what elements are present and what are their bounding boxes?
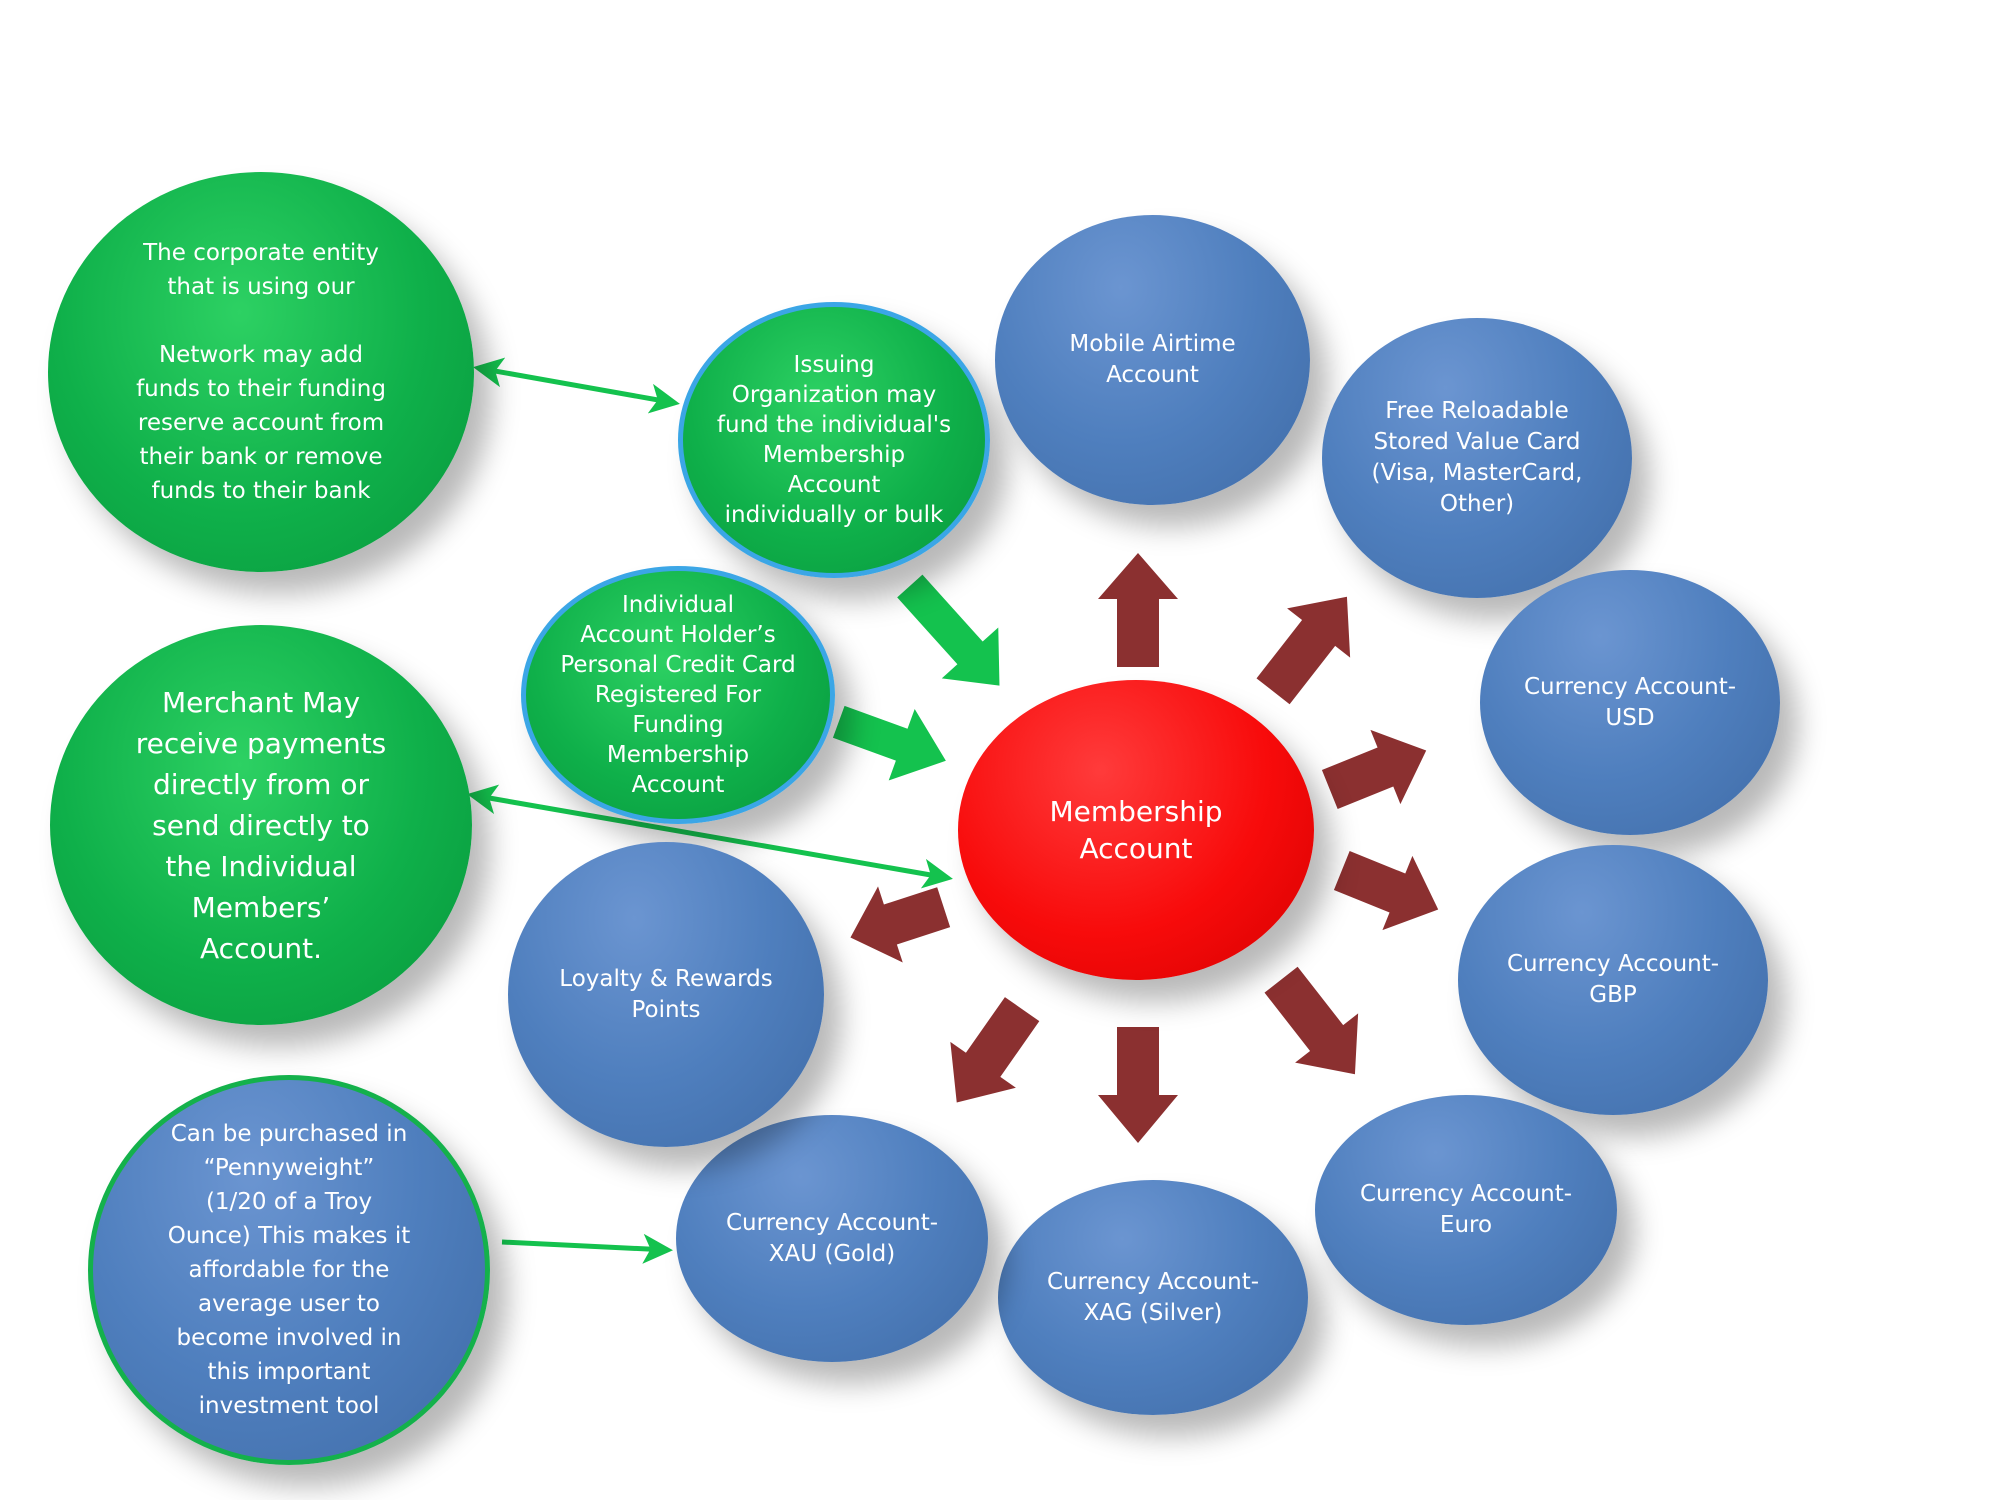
arrow-individual-membership (832, 705, 946, 781)
currency-gold-node: Currency Account- XAU (Gold) (676, 1115, 988, 1362)
stored-value-card-node: Free Reloadable Stored Value Card (Visa,… (1322, 318, 1632, 598)
currency-usd-node: Currency Account- USD (1480, 570, 1780, 835)
mobile-airtime-node: Mobile Airtime Account (995, 215, 1310, 505)
individual-holder-node: Individual Account Holder’s Personal Cre… (521, 566, 835, 824)
arrow-to-gold (950, 997, 1040, 1103)
merchant-text: Merchant May receive payments directly f… (135, 685, 387, 965)
arrow-corporate-issuing (473, 357, 680, 414)
currency-gold-text: Currency Account- XAU (Gold) (725, 1209, 939, 1267)
arrow-to-stored-value (1256, 596, 1351, 705)
arrow-to-usd (1321, 729, 1427, 809)
stored-value-card-text: Free Reloadable Stored Value Card (Visa,… (1371, 398, 1583, 517)
individual-holder-text: Individual Account Holder’s Personal Cre… (560, 592, 796, 798)
corporate-entity-node: The corporate entity that is using our N… (48, 172, 474, 572)
currency-euro-node: Currency Account- Euro (1315, 1095, 1617, 1325)
pennyweight-info-text: Can be purchased in “Pennyweight” (1/20 … (167, 1121, 411, 1419)
membership-account-text: Membership Account (1049, 795, 1223, 865)
arrow-to-silver (1098, 1027, 1178, 1143)
arrow-to-mobile-airtime (1098, 553, 1178, 667)
loyalty-rewards-node: Loyalty & Rewards Points (508, 842, 824, 1147)
issuing-organization-node: Issuing Organization may fund the indivi… (678, 302, 990, 578)
corporate-entity-text: The corporate entity that is using our N… (136, 240, 386, 504)
currency-gbp-text: Currency Account- GBP (1506, 951, 1720, 1008)
mobile-airtime-text: Mobile Airtime Account (1069, 331, 1236, 388)
arrow-pennyweight-gold (501, 1233, 673, 1264)
arrow-issuing-membership (897, 574, 1000, 686)
arrow-to-euro (1264, 966, 1359, 1075)
currency-usd-text: Currency Account- USD (1523, 673, 1737, 731)
currency-silver-node: Currency Account- XAG (Silver) (998, 1180, 1308, 1415)
membership-account-node: Membership Account (958, 680, 1314, 980)
issuing-organization-text: Issuing Organization may fund the indivi… (716, 352, 952, 528)
arrow-to-gbp (1333, 851, 1439, 931)
loyalty-rewards-text: Loyalty & Rewards Points (559, 965, 773, 1023)
currency-silver-text: Currency Account- XAG (Silver) (1046, 1268, 1260, 1326)
merchant-node: Merchant May receive payments directly f… (50, 625, 472, 1025)
arrow-to-loyalty (850, 886, 951, 963)
pennyweight-info-node: Can be purchased in “Pennyweight” (1/20 … (88, 1075, 490, 1465)
currency-euro-text: Currency Account- Euro (1359, 1181, 1573, 1238)
arrow-merchant-membership (467, 784, 953, 889)
currency-gbp-node: Currency Account- GBP (1458, 845, 1768, 1115)
